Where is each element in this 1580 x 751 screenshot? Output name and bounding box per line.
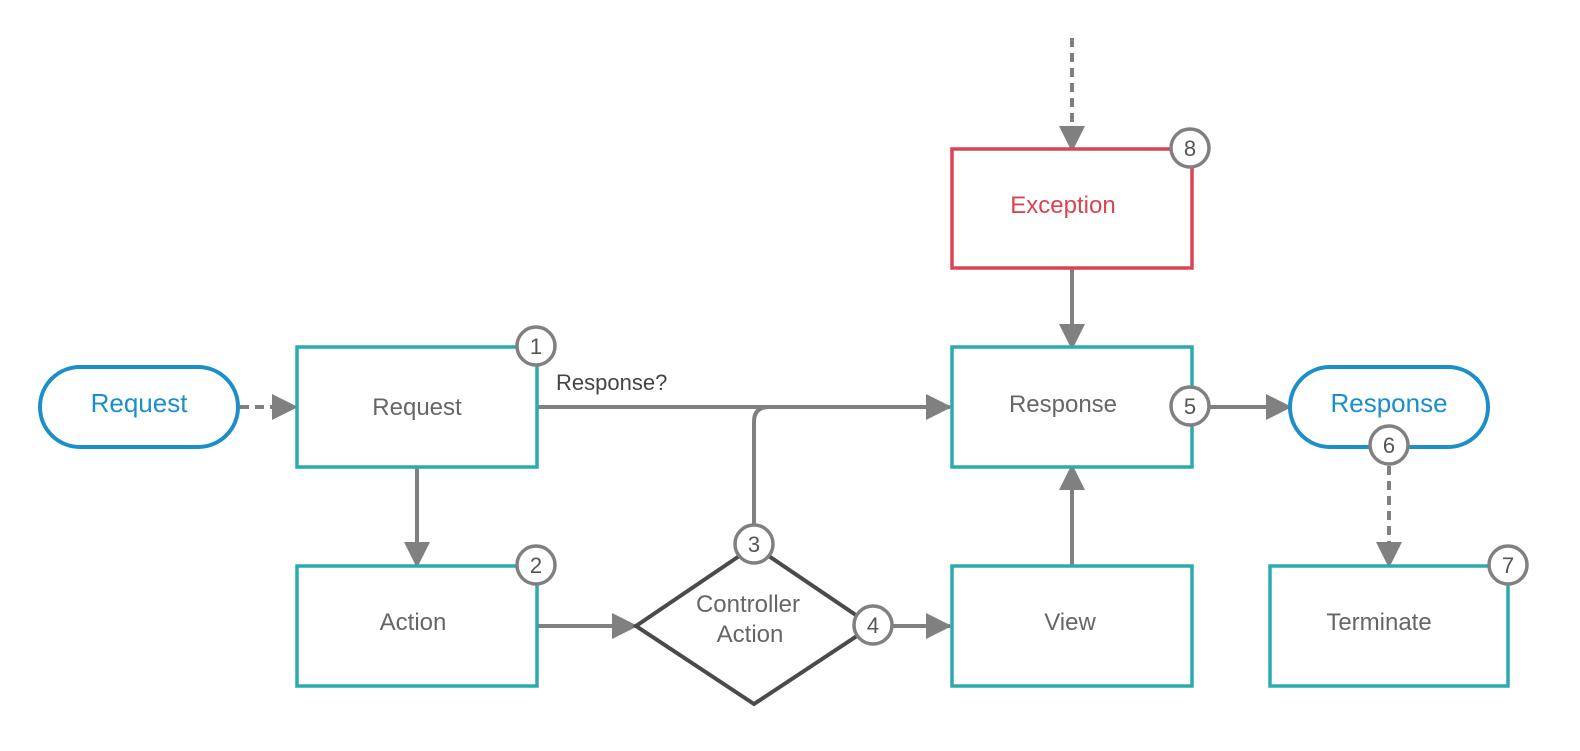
node-action-label: Action (380, 609, 447, 636)
edge-label-response-question: Response? (556, 370, 667, 395)
node-terminate: Terminate (1268, 564, 1510, 688)
node-controller-action: Controller Action (632, 543, 876, 707)
badge-8-label: 8 (1184, 136, 1196, 161)
node-request: Request (295, 345, 539, 469)
badge-6-label: 6 (1383, 433, 1395, 458)
badge-7-label: 7 (1502, 553, 1514, 578)
badge-2-label: 2 (530, 553, 542, 578)
badge-2: 2 (515, 544, 557, 586)
badge-8: 8 (1169, 127, 1211, 169)
badge-3-label: 3 (748, 532, 760, 557)
node-response: Response (950, 345, 1194, 469)
node-view: View (950, 564, 1194, 688)
node-controller-action-label-1: Controller (696, 591, 800, 618)
node-view-label: View (1044, 609, 1096, 636)
terminal-request: Request (38, 365, 240, 449)
badge-5: 5 (1169, 385, 1211, 427)
node-action: Action (295, 564, 539, 688)
connectors (240, 38, 1402, 639)
badge-6: 6 (1368, 424, 1410, 466)
badge-5-label: 5 (1184, 394, 1196, 419)
node-terminate-label: Terminate (1326, 609, 1431, 636)
badge-3: 3 (733, 523, 775, 565)
badges: 1 2 3 4 5 6 7 8 (515, 127, 1529, 646)
badge-1-label: 1 (530, 334, 542, 359)
badge-4-label: 4 (867, 613, 879, 638)
node-exception-label: Exception (1010, 192, 1115, 219)
node-request-label: Request (372, 394, 462, 421)
node-controller-action-label-2: Action (717, 621, 784, 648)
node-exception: Exception (950, 147, 1194, 270)
terminal-response-label: Response (1330, 388, 1447, 418)
badge-7: 7 (1487, 544, 1529, 586)
node-response-label: Response (1009, 391, 1117, 418)
edge-controller-to-response (752, 405, 770, 526)
terminal-request-label: Request (91, 388, 189, 418)
badge-1: 1 (515, 325, 557, 367)
badge-4: 4 (852, 604, 894, 646)
